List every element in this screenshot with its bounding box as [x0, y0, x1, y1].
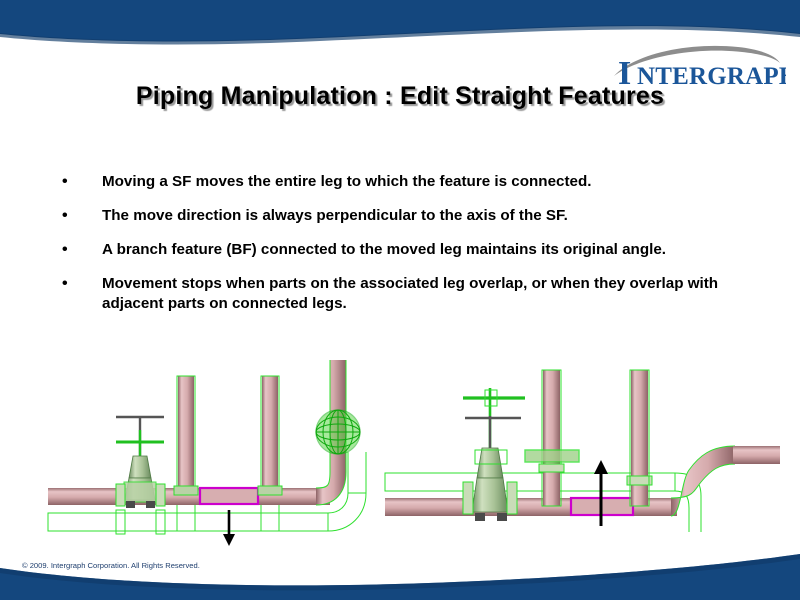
logo-dropcap: I — [618, 55, 631, 88]
bullet-marker-icon: • — [62, 241, 68, 258]
list-item: • Movement stops when parts on the assoc… — [56, 274, 746, 313]
outlet-run — [733, 446, 780, 464]
branch-feature-collar — [524, 449, 580, 463]
intergraph-logo: I NTERGRAPH — [614, 45, 786, 88]
selected-straight-feature[interactable] — [198, 486, 260, 506]
bullet-marker-icon: • — [62, 275, 68, 292]
top-banner-edge — [0, 25, 800, 45]
branch-pipe-2 — [257, 375, 283, 496]
bottom-banner-edge — [0, 554, 800, 591]
piping-diagram-after — [384, 369, 780, 532]
gate-valve — [115, 415, 166, 535]
list-item: • Moving a SF moves the entire leg to wh… — [56, 172, 746, 192]
wireframe-branch-stubs — [176, 505, 280, 531]
wireframe-ghost-leg — [47, 452, 367, 532]
branch-pipe-2 — [626, 369, 653, 507]
copyright-footer: © 2009. Intergraph Corporation. All Righ… — [22, 561, 200, 570]
top-banner-shape — [0, 0, 800, 42]
bullet-marker-icon: • — [62, 207, 68, 224]
s-bend — [670, 445, 736, 517]
list-item: • The move direction is always perpendic… — [56, 206, 746, 226]
list-item: • A branch feature (BF) connected to the… — [56, 240, 746, 260]
move-direction-arrow-up-icon — [594, 460, 608, 526]
gate-valve — [462, 388, 525, 521]
bullet-text: A branch feature (BF) connected to the m… — [102, 241, 666, 258]
logo-wordmark: NTERGRAPH — [637, 63, 786, 88]
bullet-text: The move direction is always perpendicul… — [102, 207, 568, 224]
bullet-list: • Moving a SF moves the entire leg to wh… — [56, 172, 746, 327]
branch-pipe-1 — [173, 375, 199, 496]
page-title: Piping Manipulation : Edit Straight Feat… — [135, 82, 665, 110]
bullet-text: Movement stops when parts on the associa… — [102, 275, 719, 312]
move-direction-arrow-down-icon — [223, 510, 235, 546]
branch-pipe-1 — [524, 369, 580, 507]
globe-sphere-icon — [315, 409, 361, 455]
wireframe-branch-stubs — [541, 473, 650, 491]
bullet-text: Moving a SF moves the entire leg to whic… — [102, 173, 592, 190]
piping-diagram-before — [47, 360, 367, 546]
bullet-marker-icon: • — [62, 173, 68, 190]
